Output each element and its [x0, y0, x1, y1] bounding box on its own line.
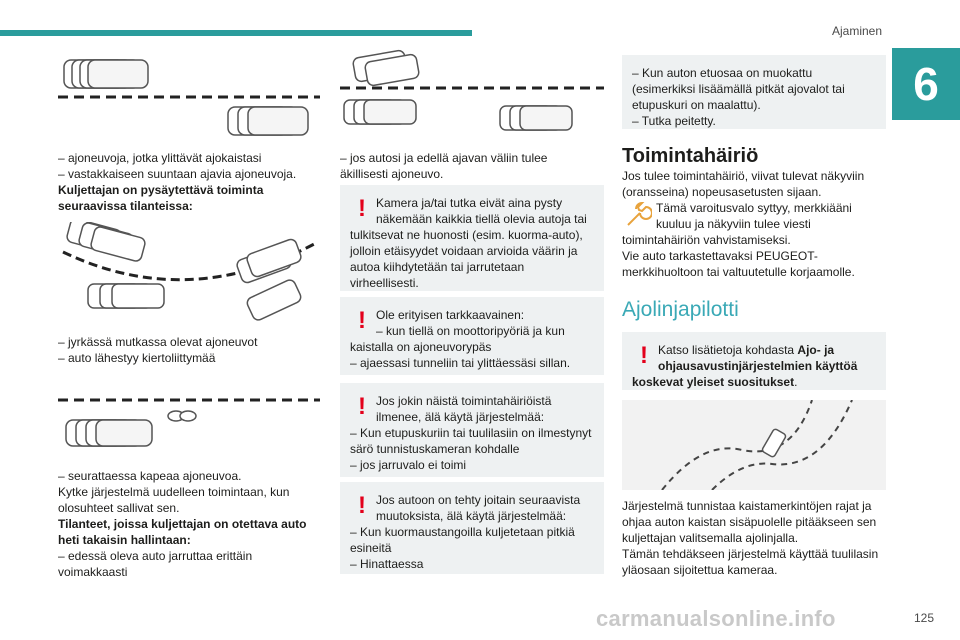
col1-block1: – ajoneuvoja, jotka ylittävät ajokaistas… — [58, 150, 328, 214]
text-line: Tämä varoitusvalo syttyy, merkkiääni — [656, 201, 852, 215]
warning-line: Jos jokin näistä toimintahäiriöistä — [376, 394, 552, 408]
warning-line: – jos jarruvalo ei toimi — [350, 458, 467, 472]
illustration-lane-curve — [622, 400, 886, 490]
warning-line: – kun tiellä on moottoripyöriä ja kun — [376, 324, 565, 338]
col1-block3: – seurattaessa kapeaa ajoneuvoa. Kytke j… — [58, 468, 330, 580]
text-line: Kytke järjestelmä uudelleen toimintaan, … — [58, 485, 290, 499]
warning-line: kaistalla on ajoneuvorypäs — [350, 340, 492, 354]
illustration-narrow-vehicle — [58, 398, 320, 447]
text-line: kuuluu ja näkyviin tulee viesti — [656, 217, 811, 231]
warning-bold-text: Ajo- ja — [797, 343, 835, 357]
warning-line: – Kun kuormaustangoilla kuljetetaan pitk… — [350, 525, 575, 539]
chapter-badge: 6 — [892, 48, 960, 120]
text-line: – edessä oleva auto jarruttaa erittäin — [58, 549, 253, 563]
watermark: carmanualsonline.info — [596, 606, 836, 631]
warning-box: ! Jos jokin näistä toimintahäiriöistä il… — [340, 383, 604, 477]
warning-line: ilmenee, älä käytä järjestelmää: — [376, 410, 545, 424]
chapter-number: 6 — [913, 58, 939, 110]
text-line: Järjestelmä tunnistaa kaistamerkintöjen … — [622, 499, 872, 513]
exclamation-warning-icon: ! — [358, 195, 366, 222]
heading-lane-positioning: Ajolinjapilotti — [622, 298, 739, 321]
text-line: – jyrkässä mutkassa olevat ajoneuvot — [58, 335, 258, 349]
warning-line: näkemään kaikkia tiellä olevia autoja ta… — [376, 212, 587, 226]
bold-heading-line: Kuljettajan on pysäytettävä toiminta — [58, 183, 264, 197]
text-line: Jos tulee toimintahäiriö, viivat tulevat… — [622, 169, 865, 183]
warning-line: muutoksista, älä käytä järjestelmää: — [376, 509, 567, 523]
text-line: olosuhteet sallivat sen. — [58, 501, 180, 515]
text-line: yläosaan sijoitettua kameraa. — [622, 563, 778, 577]
warning-line: Kamera ja/tai tutka eivät aina pysty — [376, 196, 563, 210]
info-line: (esimerkiksi lisäämällä pitkät ajovalot … — [632, 82, 845, 96]
info-box: – Kun auton etuosaa on muokattu (esimerk… — [622, 55, 886, 129]
text-line: – vastakkaiseen suuntaan ajavia ajoneuvo… — [58, 167, 297, 181]
text-line: – auto lähestyy kiertoliittymää — [58, 351, 216, 365]
col3-block2: Tämä varoitusvalo syttyy, merkkiääni kuu… — [622, 200, 890, 280]
warning-line: virheellisesti. — [350, 276, 419, 290]
text-line: (oransseina) nopeusasetusten sijaan. — [622, 185, 822, 199]
illustration-sharp-curve — [62, 222, 319, 321]
warning-line: koskevat yleiset suositukset. — [632, 374, 876, 390]
warning-line: tulkitsevat ne huonosti (esim. kuorma-au… — [350, 228, 583, 242]
info-line: etupuskuri on maalattu). — [632, 98, 761, 112]
page-number: 125 — [914, 611, 935, 625]
text-line: toimintahäiriön vahvistamiseksi. — [622, 233, 791, 247]
wrench-warning-icon — [627, 201, 652, 226]
exclamation-warning-icon: ! — [358, 307, 366, 334]
exclamation-warning-icon: ! — [640, 342, 648, 369]
warning-line: esineitä — [350, 541, 392, 555]
text-line: – seurattaessa kapeaa ajoneuvoa. — [58, 469, 242, 483]
col2-block1: – jos autosi ja edellä ajavan väliin tul… — [340, 150, 610, 182]
text-line: Tämän tehdäkseen järjestelmä käyttää tuu… — [622, 547, 879, 561]
warning-line: – ajaessasi tunneliin tai ylittäessäsi s… — [350, 356, 571, 370]
warning-line: Ole erityisen tarkkaavainen: — [376, 308, 525, 322]
bold-heading-line: seuraavissa tilanteissa: — [58, 199, 193, 213]
text-line: kuljettajan valitsemalla ajolinjalla. — [622, 531, 799, 545]
bold-heading-line: Tilanteet, joissa kuljettajan on otettav… — [58, 517, 307, 531]
exclamation-warning-icon: ! — [358, 492, 366, 519]
warning-box: ! Ole erityisen tarkkaavainen: – kun tie… — [340, 297, 604, 375]
warning-line: autoa kiihdytetään tai jarrutetaan — [350, 260, 525, 274]
header-accent-bar — [0, 30, 472, 36]
text-line: – jos autosi ja edellä ajavan väliin tul… — [340, 151, 548, 165]
warning-line: Katso lisätietoja kohdasta Ajo- ja — [632, 342, 876, 358]
illustration-cut-in-vehicle — [340, 49, 604, 131]
col1-block2: – jyrkässä mutkassa olevat ajoneuvot – a… — [58, 334, 328, 366]
warning-box: ! Jos autoon on tehty joitain seuraavist… — [340, 482, 604, 574]
illustration-vehicles-crossing-lane — [58, 59, 320, 136]
warning-line: Jos autoon on tehty joitain seuraavista — [376, 493, 581, 507]
text-line: Vie auto tarkastettavaksi PEUGEOT- — [622, 249, 818, 263]
warning-line: – Hinattaessa — [350, 557, 424, 571]
text-line: – ajoneuvoja, jotka ylittävät ajokaistas… — [58, 151, 262, 165]
warning-text: Katso lisätietoja kohdasta — [658, 343, 798, 357]
exclamation-warning-icon: ! — [358, 393, 366, 420]
warning-line: – Kun etupuskuriin tai tuulilasiin on il… — [350, 426, 592, 440]
warning-bold-text: koskevat yleiset suositukset — [632, 375, 795, 389]
text-line: äkillisesti ajoneuvo. — [340, 167, 444, 181]
text-line: voimakkaasti — [58, 565, 128, 579]
warning-box: ! Katso lisätietoja kohdasta Ajo- ja ohj… — [622, 332, 886, 390]
heading-malfunction: Toimintahäiriö — [622, 145, 759, 167]
info-line: – Tutka peitetty. — [632, 114, 716, 128]
text-line: merkkihuoltoon tai valtuutetulle korjaam… — [622, 265, 855, 279]
text-line: ohjaa auton kaistan sisäpuolelle pitääks… — [622, 515, 877, 529]
section-title: Ajaminen — [832, 24, 883, 38]
warning-line: ohjausavustinjärjestelmien käyttöä — [658, 359, 858, 373]
warning-box: ! Kamera ja/tai tutka eivät aina pysty n… — [340, 185, 604, 291]
warning-text: . — [794, 375, 798, 389]
warning-line: jolloin etäisyydet voidaan arvioida väär… — [350, 244, 578, 258]
warning-line: särö tunnistuskameran kohdalle — [350, 442, 520, 456]
col3-block3: Järjestelmä tunnistaa kaistamerkintöjen … — [622, 498, 892, 578]
info-line: – Kun auton etuosaa on muokattu — [632, 66, 813, 80]
bold-heading-line: heti takaisin hallintaan: — [58, 533, 191, 547]
col3-block1: Jos tulee toimintahäiriö, viivat tulevat… — [622, 168, 890, 200]
